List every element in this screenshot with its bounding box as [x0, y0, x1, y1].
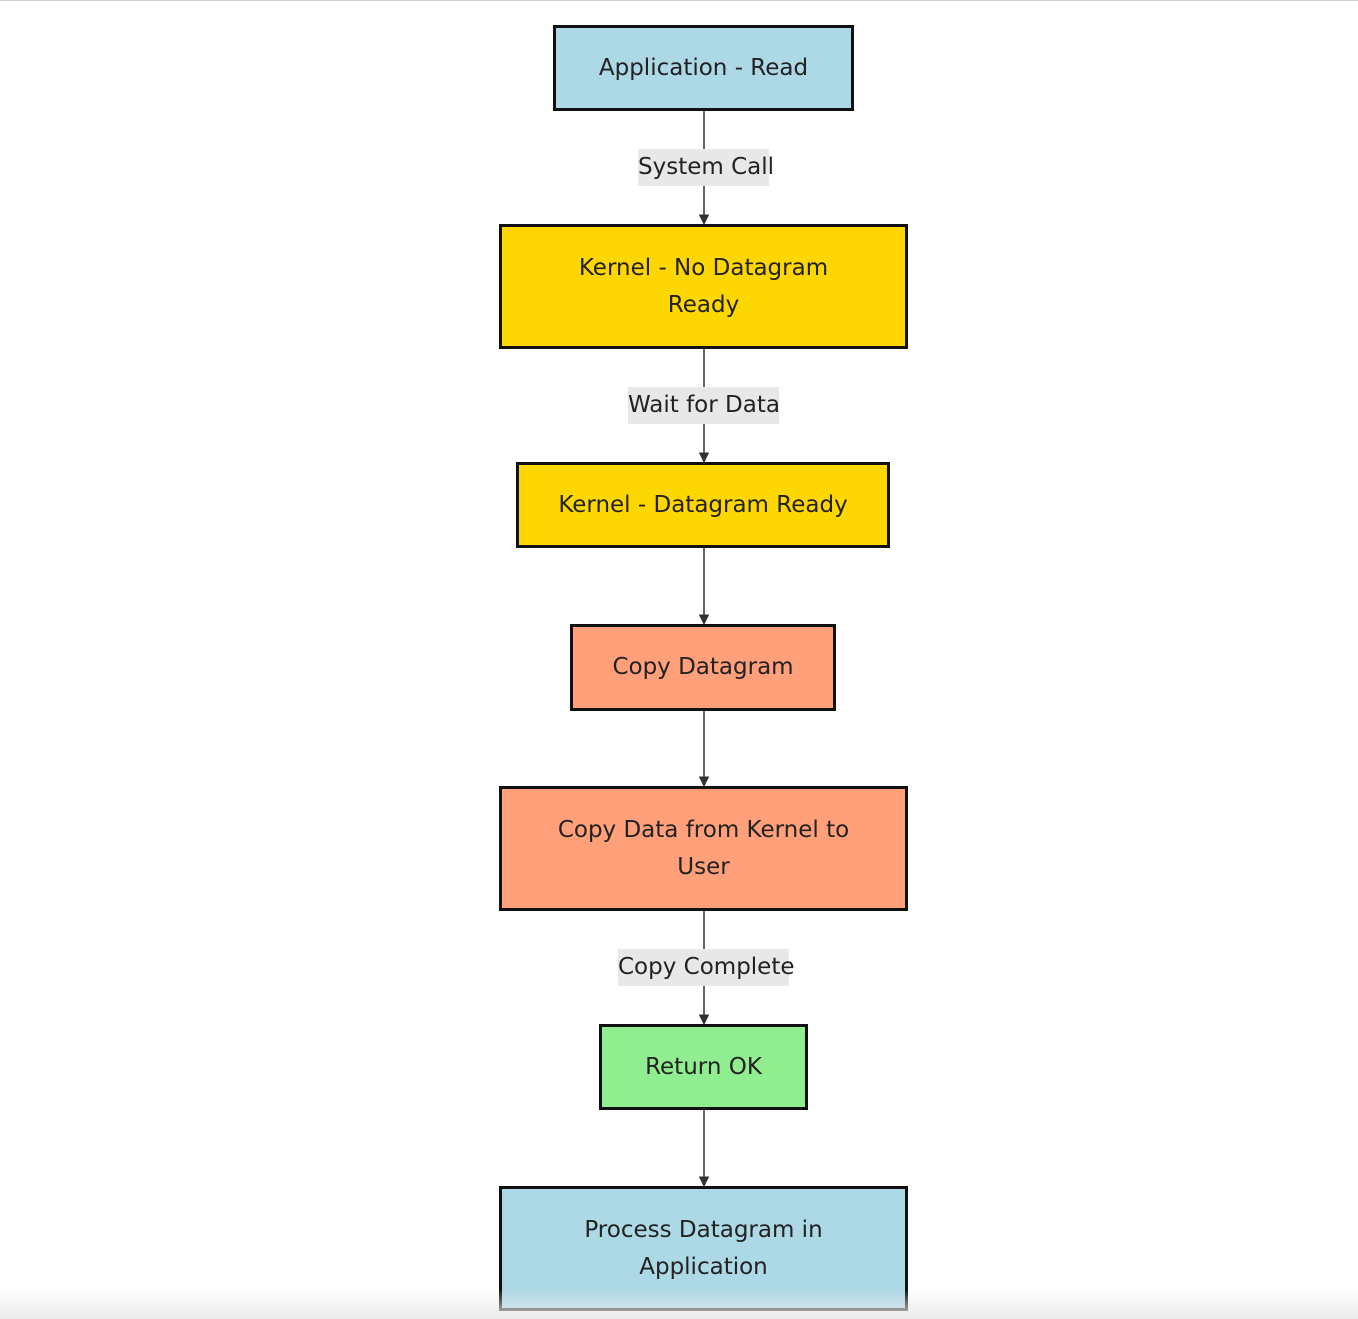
node-kernel-datagram-ready: Kernel - Datagram Ready — [516, 462, 890, 548]
node-application-read: Application - Read — [553, 25, 854, 111]
node-kernel-no-datagram-ready: Kernel - No Datagram Ready — [499, 224, 908, 349]
node-label: Process Datagram in Application — [584, 1216, 823, 1280]
edge-label-copy-complete: Copy Complete — [618, 949, 795, 986]
node-label: Application - Read — [598, 54, 809, 81]
node-return-ok: Return OK — [599, 1024, 808, 1110]
node-label: Kernel - Datagram Ready — [558, 491, 848, 518]
node-copy-datagram: Copy Datagram — [570, 624, 836, 711]
bottom-fade — [0, 1289, 1358, 1319]
top-border — [0, 0, 1358, 1]
node-label: Return OK — [645, 1053, 762, 1080]
node-label: Kernel - No Datagram Ready — [578, 254, 829, 318]
node-copy-data-kernel-to-user: Copy Data from Kernel to User — [499, 786, 908, 911]
node-label: Copy Data from Kernel to User — [557, 816, 850, 880]
edge-label-system-call: System Call — [638, 149, 774, 186]
node-label: Copy Datagram — [612, 654, 794, 680]
edge-label-wait-for-data: Wait for Data — [628, 387, 780, 424]
